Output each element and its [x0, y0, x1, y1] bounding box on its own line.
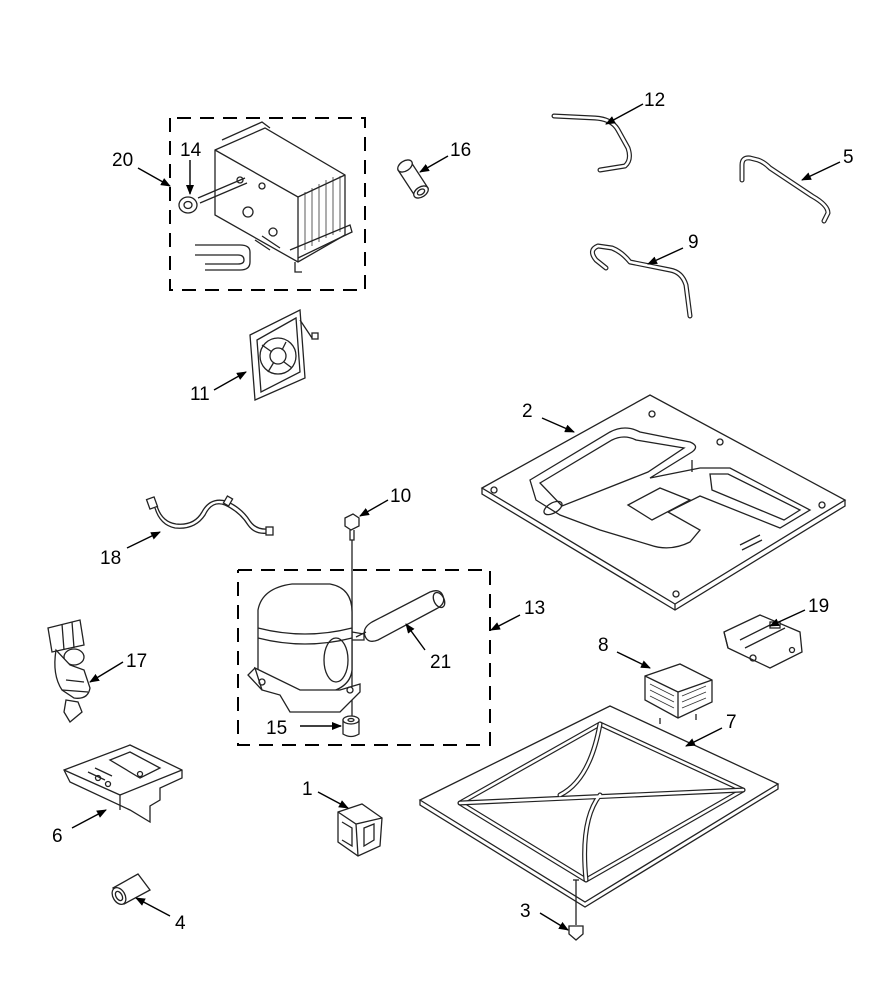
callout-5[interactable]: 5	[843, 147, 854, 168]
callout-4[interactable]: 4	[175, 913, 186, 934]
callout-15[interactable]: 15	[266, 718, 287, 739]
fan-assembly-part[interactable]	[249, 308, 319, 401]
callout-14[interactable]: 14	[180, 140, 202, 161]
callout-12[interactable]: 12	[644, 90, 665, 111]
callout-7[interactable]: 7	[726, 712, 737, 733]
evaporator-assembly-part[interactable]	[169, 117, 366, 291]
base-plate-part[interactable]	[480, 394, 847, 611]
leader-arrows	[71, 103, 841, 931]
callout-20[interactable]: 20	[112, 150, 133, 171]
callout-labels: 20 14 16 12 5 9 11 2 18 10 13 21 15 17 1…	[52, 90, 854, 934]
callout-13[interactable]: 13	[524, 598, 545, 619]
callout-21[interactable]: 21	[430, 652, 451, 673]
tube-12-part[interactable]	[551, 113, 632, 173]
callout-17[interactable]: 17	[126, 651, 147, 672]
tube-5-part[interactable]	[739, 155, 831, 224]
grommet-part[interactable]	[178, 177, 248, 214]
control-board-part[interactable]	[723, 614, 803, 669]
filter-drier-part[interactable]	[355, 590, 447, 642]
callout-9[interactable]: 9	[688, 232, 699, 253]
callout-3[interactable]: 3	[520, 901, 531, 922]
bracket-6-part[interactable]	[63, 744, 183, 824]
callout-11[interactable]: 11	[190, 384, 210, 405]
valve-hose-part[interactable]	[47, 619, 91, 723]
callout-1[interactable]: 1	[302, 779, 313, 800]
compressor-assembly-part[interactable]	[237, 569, 491, 746]
callout-6[interactable]: 6	[52, 826, 63, 847]
wire-harness-part[interactable]	[145, 495, 274, 536]
callout-2[interactable]: 2	[522, 401, 533, 422]
tube-4-part[interactable]	[109, 873, 151, 907]
switch-1-part[interactable]	[337, 803, 383, 857]
screw-3-part[interactable]	[568, 879, 584, 941]
tube-fitting-part[interactable]	[396, 157, 431, 200]
callout-18[interactable]: 18	[100, 548, 121, 569]
callout-8[interactable]: 8	[598, 635, 609, 656]
tube-9-part[interactable]	[590, 243, 693, 319]
grommet-15-part[interactable]	[342, 715, 360, 738]
callout-16[interactable]: 16	[450, 140, 471, 161]
module-8-part[interactable]	[644, 663, 713, 724]
callout-10[interactable]: 10	[390, 486, 411, 507]
heater-plate-part[interactable]	[418, 705, 780, 908]
callout-19[interactable]: 19	[808, 596, 829, 617]
